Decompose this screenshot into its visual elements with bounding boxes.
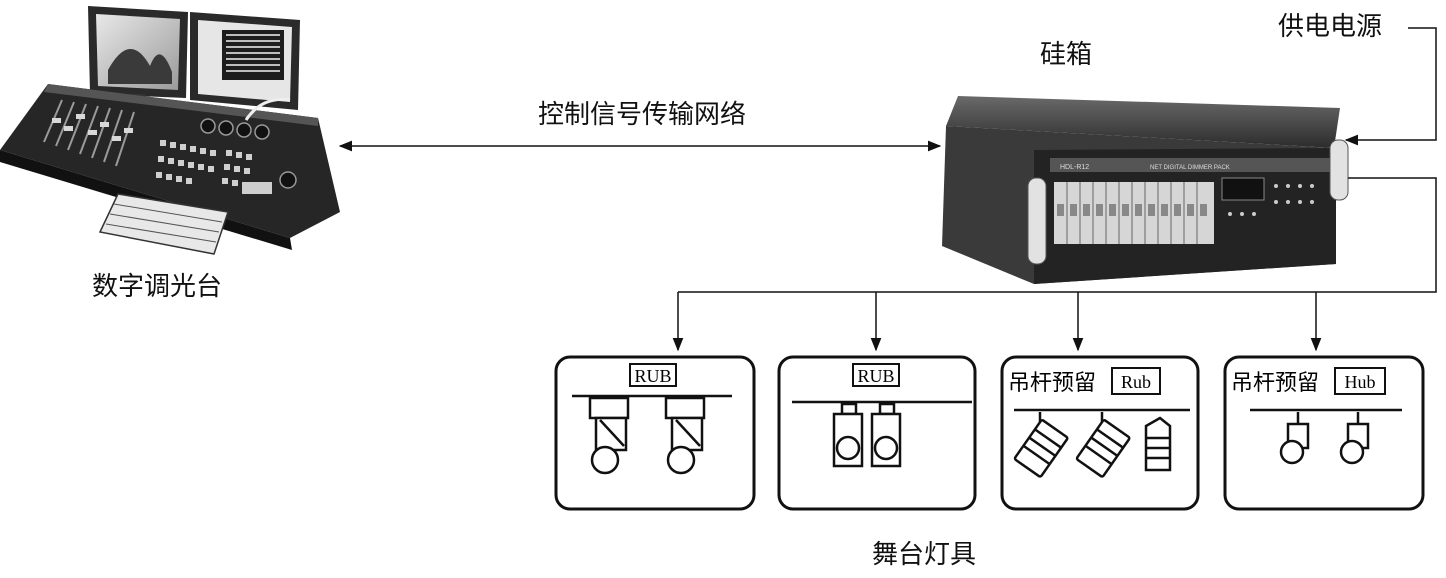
fixture-box-4-tag: Hub	[1345, 372, 1376, 392]
spotlight-icon	[1013, 412, 1069, 478]
fixture-box-3-title: 吊杆预留	[1008, 371, 1096, 396]
dimmer-label: 硅箱	[1040, 40, 1093, 70]
fixture-box-1-tag: RUB	[634, 366, 671, 386]
svg-text:NET DIGITAL DIMMER PACK: NET DIGITAL DIMMER PACK	[1150, 165, 1230, 171]
lighting-console-image	[0, 6, 340, 255]
fixture-box-4-tag-frame	[1334, 367, 1386, 395]
network-label: 控制信号传输网络	[538, 100, 747, 130]
fixture-box-3-tag-frame	[1111, 367, 1161, 395]
moving-head-light-icon	[664, 396, 706, 475]
par-can-light-icon	[832, 402, 864, 468]
console-label: 数字调光台	[92, 272, 223, 302]
fixture-box-2-tag-frame	[852, 363, 900, 387]
small-spotlight-icon	[1279, 412, 1310, 465]
spotlight-icon	[1075, 412, 1131, 478]
small-spotlight-icon	[1339, 412, 1370, 465]
fixture-box-1: RUB	[554, 355, 756, 511]
fixture-box-4-title: 吊杆预留	[1231, 371, 1319, 396]
flood-light-icon	[1144, 416, 1172, 472]
fixture-box-2: RUB	[777, 355, 977, 511]
fixture-box-3: 吊杆预留 Rub	[1000, 355, 1200, 511]
power-feed-line	[1344, 27, 1437, 146]
console-monitor-right	[190, 12, 300, 110]
console-monitor-left	[88, 6, 188, 104]
par-can-light-icon	[870, 402, 902, 468]
distribution-lines	[672, 177, 1437, 352]
fixture-box-2-tag: RUB	[857, 366, 894, 386]
stage-fixtures-label: 舞台灯具	[872, 540, 977, 570]
svg-text:HDL-R12: HDL-R12	[1060, 164, 1089, 171]
fixture-box-1-tag-frame	[629, 363, 677, 387]
fixture-box-4: 吊杆预留 Hub	[1223, 355, 1425, 511]
power-supply-label: 供电电源	[1278, 12, 1383, 42]
moving-head-light-icon	[588, 396, 630, 475]
dimmer-rack-image: HDL-R12 NET DIGITAL DIMMER PACK	[942, 96, 1349, 284]
fixture-box-3-tag: Rub	[1121, 372, 1151, 392]
